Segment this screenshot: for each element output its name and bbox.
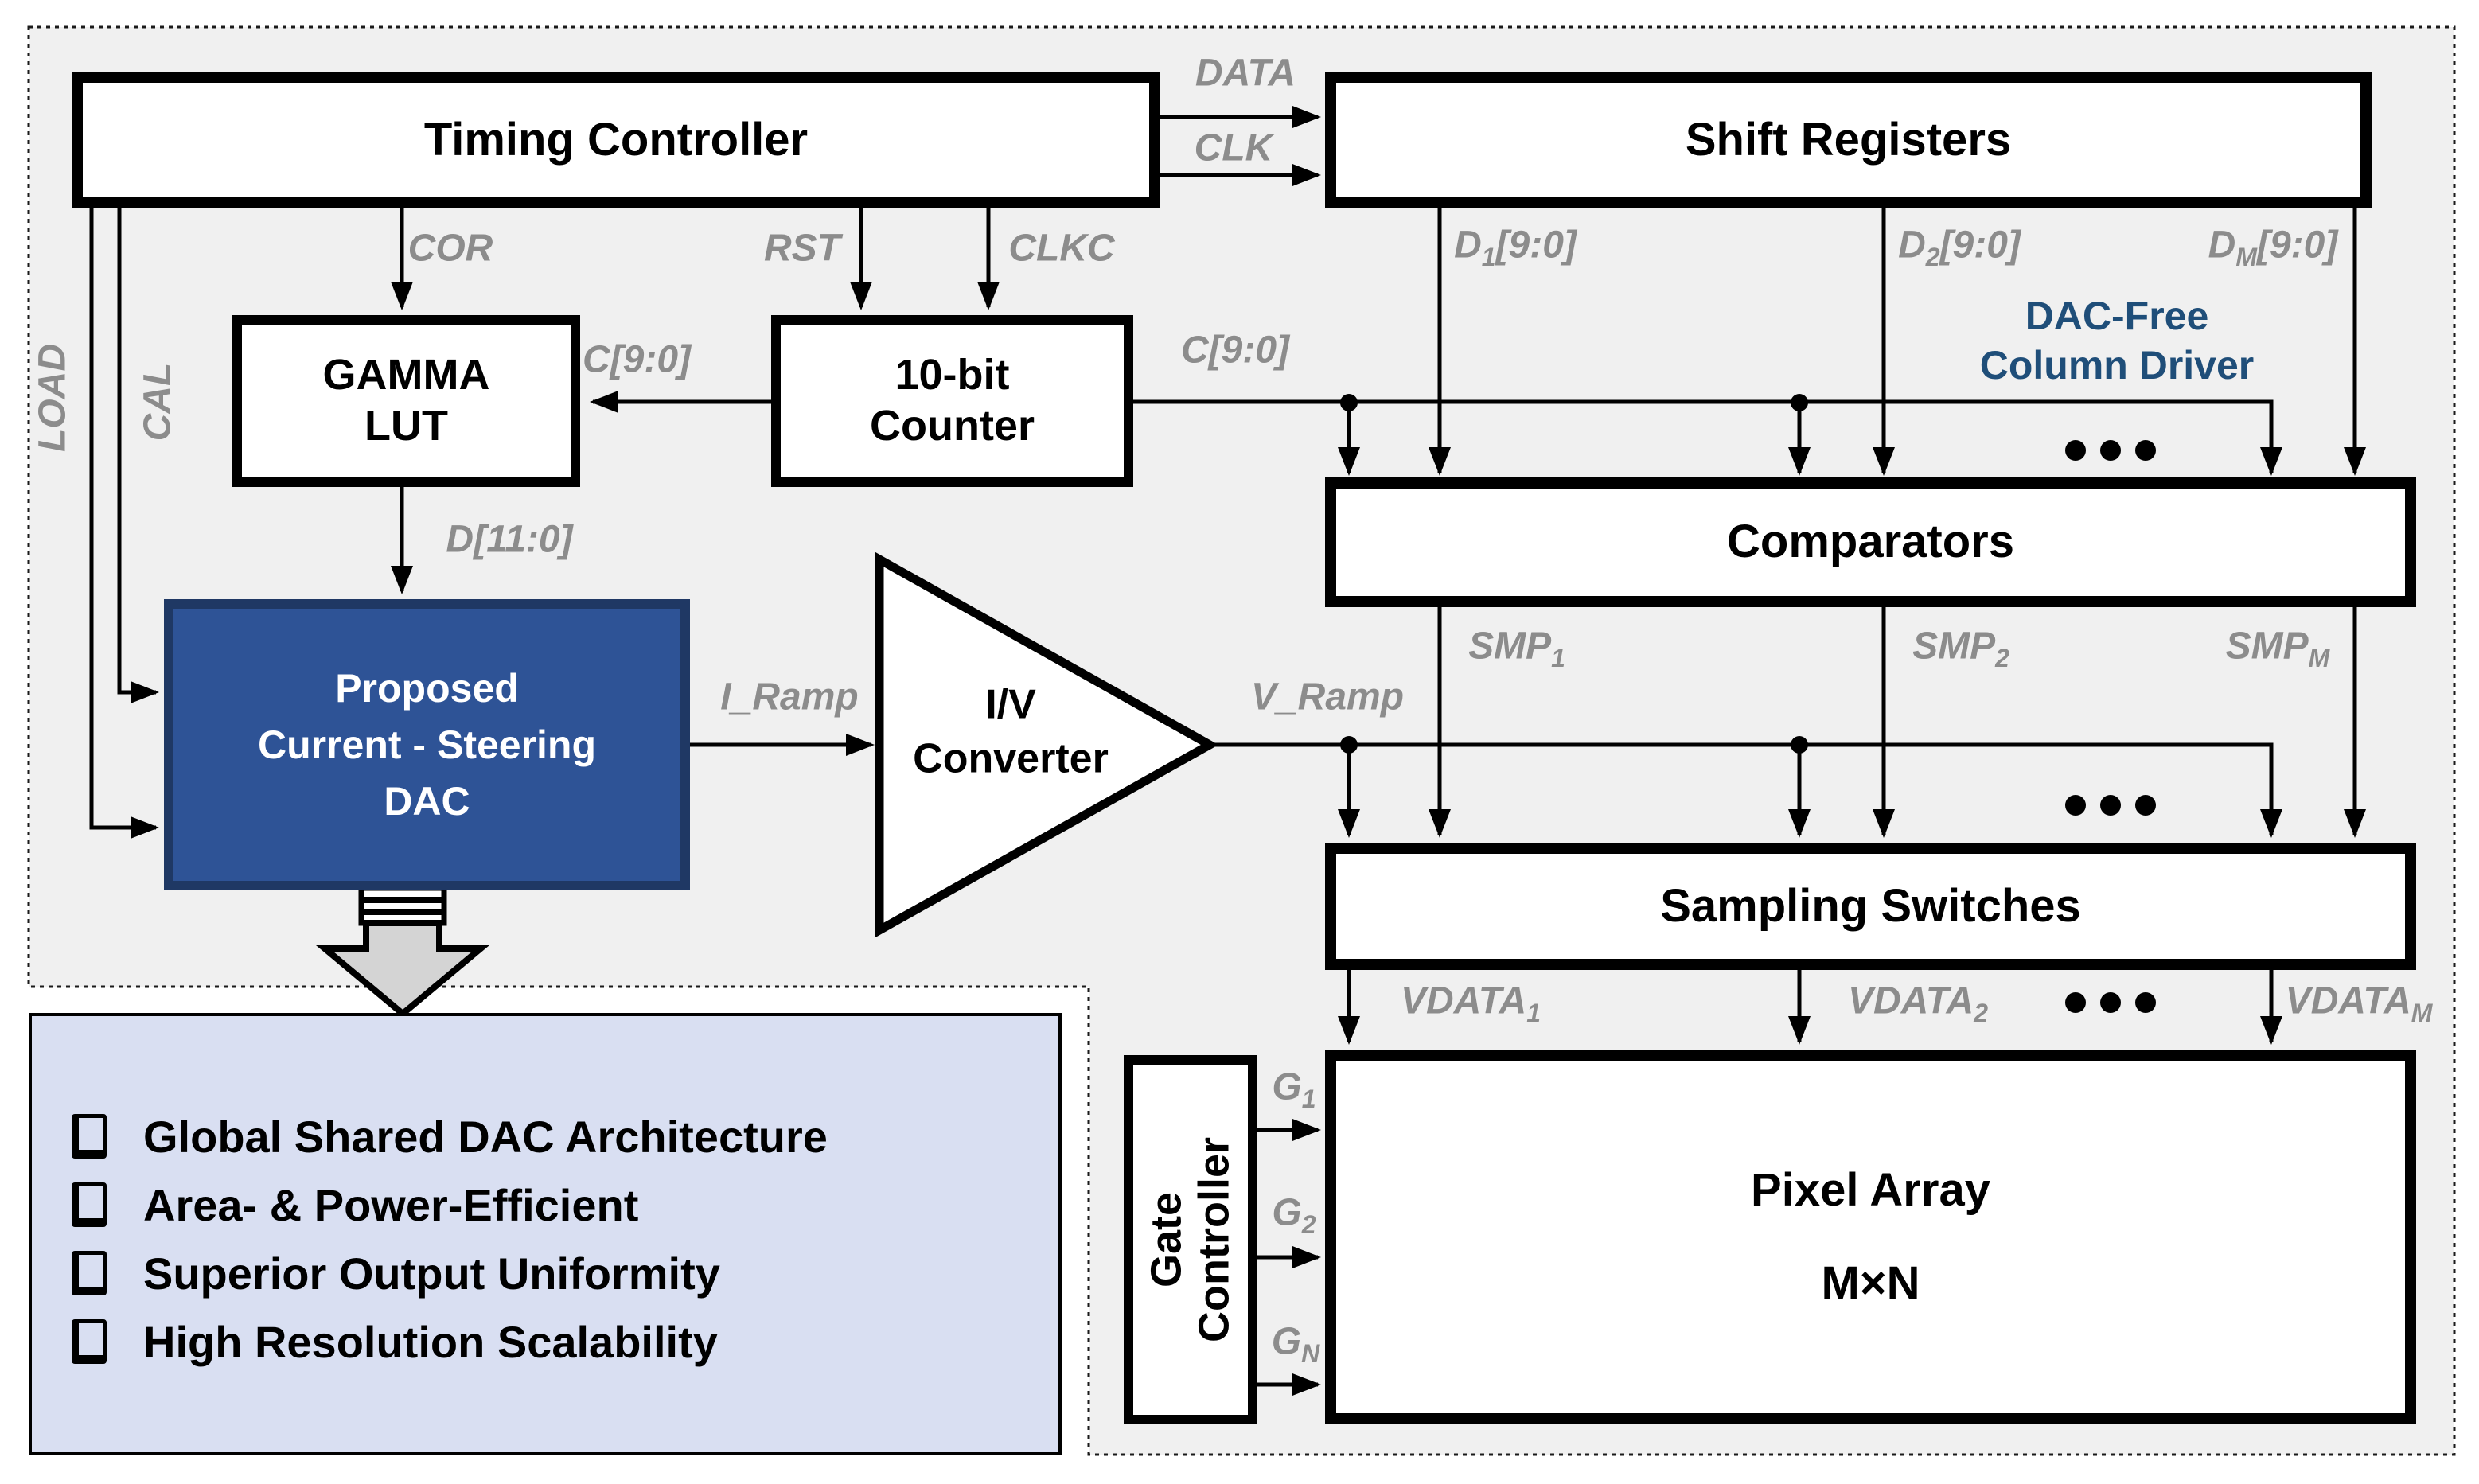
signal-v-ramp: V_Ramp (1250, 676, 1405, 719)
signal-smp2: SMP2 (1912, 625, 2009, 673)
signal-vdata2: VDATA2 (1848, 980, 1988, 1028)
comparators-box: Comparators (1325, 477, 2416, 607)
signal-vdatam: VDATAM (2285, 980, 2433, 1028)
square-bullet-icon (72, 1114, 107, 1159)
sampling-switches-label: Sampling Switches (1660, 879, 2081, 932)
signal-g2: G2 (1272, 1191, 1316, 1240)
gamma-lut-line2: LUT (364, 402, 448, 450)
signal-clkc: CLKC (1008, 227, 1115, 270)
signal-rst: RST (764, 227, 840, 270)
signal-c-to-comparators: C[9:0] (1180, 329, 1290, 372)
signal-d1: D1[9:0] (1454, 224, 1577, 272)
signal-cor: COR (407, 227, 493, 270)
signal-g1: G1 (1272, 1065, 1316, 1114)
feature-text: Area- & Power-Efficient (143, 1179, 639, 1230)
square-bullet-icon (72, 1251, 107, 1295)
comparators-label: Comparators (1727, 516, 2014, 568)
signal-vdata1: VDATA1 (1401, 980, 1541, 1028)
wires (89, 106, 2366, 1396)
junction-dots (1340, 394, 1808, 754)
list-item: Area- & Power-Efficient (32, 1170, 1058, 1239)
signal-c-to-lut: C[9:0] (582, 338, 692, 381)
proposed-dac-box: Proposed Current - Steering DAC (164, 599, 690, 890)
pixel-array-box: Pixel Array M×N (1325, 1050, 2416, 1424)
signal-d2: D2[9:0] (1898, 224, 2021, 272)
list-item: Superior Output Uniformity (32, 1239, 1058, 1307)
gamma-lut-line1: GAMMA (322, 351, 490, 399)
square-bullet-icon (72, 1319, 107, 1364)
timing-controller-label: Timing Controller (423, 113, 809, 166)
signal-d-lut: D[11:0] (446, 518, 573, 561)
iv-converter-triangle (875, 551, 1219, 938)
signal-clk: CLK (1194, 127, 1273, 169)
counter-line2: Counter (870, 402, 1035, 450)
iv-converter-label: I/V Converter (913, 681, 1109, 781)
column-driver-caption: DAC-Free Column Driver (1979, 294, 2255, 388)
signal-load: LOAD (31, 344, 74, 452)
gate-controller-box: Gate Controller (1124, 1055, 1257, 1424)
counter-box: 10-bit Counter (771, 315, 1133, 487)
signal-smpm: SMPM (2225, 625, 2330, 673)
block-arrow (315, 885, 490, 1019)
features-callout: Global Shared DAC Architecture Area- & P… (29, 1013, 1062, 1455)
signal-data: DATA (1195, 52, 1296, 95)
pixel-array-line2: M×N (1821, 1256, 1920, 1309)
ellipsis-dots (2065, 440, 2156, 1013)
pixel-array-line1: Pixel Array (1751, 1164, 1990, 1217)
signal-gn: GN (1271, 1320, 1320, 1369)
list-item: Global Shared DAC Architecture (32, 1102, 1058, 1170)
signal-dm: DM[9:0] (2208, 224, 2338, 272)
feature-text: High Resolution Scalability (143, 1316, 718, 1367)
gamma-lut-box: GAMMA LUT (232, 315, 580, 487)
feature-text: Global Shared DAC Architecture (143, 1111, 828, 1162)
signal-i-ramp: I_Ramp (720, 676, 859, 719)
gate-controller-label: Gate Controller (1142, 1136, 1238, 1343)
dac-line1: Proposed (335, 665, 519, 711)
timing-controller-box: Timing Controller (72, 72, 1160, 208)
dac-line2: Current - Steering (257, 722, 597, 767)
counter-line1: 10-bit (895, 351, 1010, 399)
shift-registers-box: Shift Registers (1325, 72, 2372, 208)
sampling-switches-box: Sampling Switches (1325, 843, 2416, 970)
dac-line3: DAC (384, 778, 470, 824)
feature-text: Superior Output Uniformity (143, 1248, 720, 1299)
signal-smp1: SMP1 (1468, 625, 1565, 673)
square-bullet-icon (72, 1182, 107, 1227)
shift-registers-label: Shift Registers (1685, 113, 2012, 166)
signal-cal: CAL (136, 362, 179, 442)
list-item: High Resolution Scalability (32, 1307, 1058, 1376)
